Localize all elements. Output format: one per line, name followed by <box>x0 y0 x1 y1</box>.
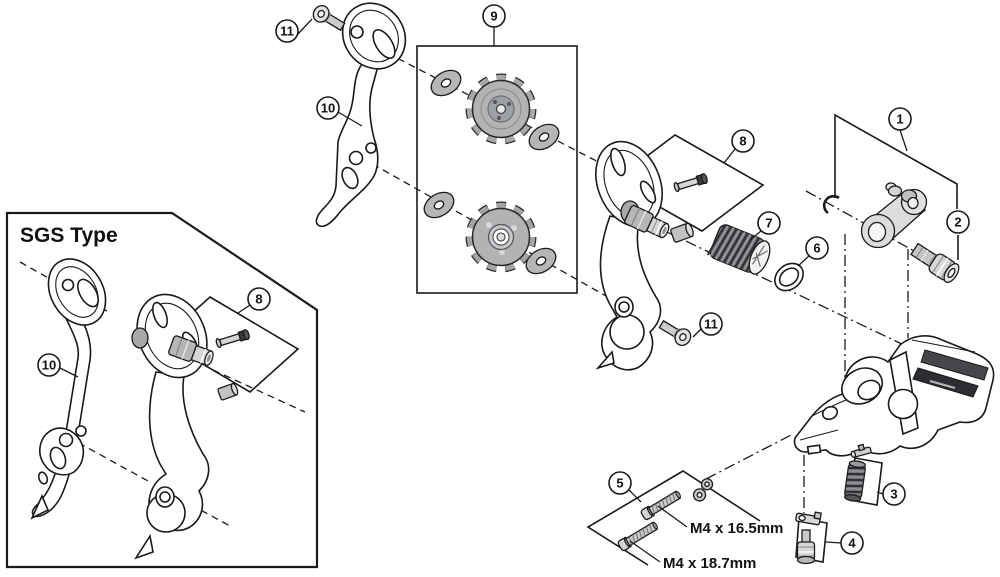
pulley-washer-1 <box>430 69 462 97</box>
callout-2-label: 2 <box>954 215 961 230</box>
plate-spacer-sgs <box>217 382 239 401</box>
callout-2 <box>946 210 970 234</box>
callout-10-sgs-label: 10 <box>42 358 56 373</box>
callout-9-label: 9 <box>490 9 497 24</box>
callout-11-top <box>275 19 299 43</box>
callout-4 <box>840 531 864 555</box>
sgs-inner-plate-tail <box>30 494 50 520</box>
body-small-hole <box>821 405 839 421</box>
cable-washer <box>692 478 714 502</box>
cage-tension-spring <box>706 224 771 275</box>
callout-8-sgs-label: 8 <box>255 292 262 307</box>
axis-cage-axle <box>647 222 909 348</box>
callout-10-main <box>316 96 340 120</box>
screw-kit-box <box>586 470 761 566</box>
sgs-inner-plate-head <box>47 258 107 326</box>
sgs-axis-axle <box>212 369 306 413</box>
cable-fixing-plate <box>795 511 822 526</box>
callout-10-sgs <box>37 353 61 377</box>
plate-spacer-main <box>670 222 694 243</box>
plate-bolt-top <box>312 4 346 32</box>
callout-11-mid <box>699 312 723 336</box>
body-axle-hole <box>887 388 919 420</box>
callout-1 <box>888 107 912 131</box>
snap-ring <box>822 194 840 215</box>
callout-8-main <box>731 129 755 153</box>
outer-plate-main <box>595 140 670 371</box>
pulley-washer-2 <box>528 123 560 151</box>
inner-plate-main-pivot-hole <box>350 25 364 39</box>
sgs-type-box <box>5 211 319 569</box>
cable-fixing-bolt <box>796 529 816 565</box>
callout-7 <box>757 211 781 235</box>
pulley-kit-box <box>416 45 578 294</box>
outer-plate-main-boss-hole <box>618 301 630 313</box>
callout-6-label: 6 <box>813 241 820 256</box>
pulley-washer-4 <box>525 247 557 275</box>
derailleur-body <box>793 335 995 457</box>
bracket-upper-hole <box>907 196 919 210</box>
callout-5-label: 5 <box>616 476 623 491</box>
callout-7-label: 7 <box>765 216 772 231</box>
callout-5 <box>608 471 632 495</box>
plate-axle-bolt-main <box>673 173 708 193</box>
sgs-axis-lower-b <box>179 498 233 528</box>
lower-pulley <box>465 201 537 273</box>
inner-plate-main-slot <box>372 28 396 60</box>
inner-plate-main <box>315 2 407 228</box>
bracket-lower-hole <box>867 221 887 243</box>
lower-screw-dimension-label: M4 x 18.7mm <box>663 555 756 572</box>
body-cage-shade-1 <box>920 349 989 381</box>
plate-bolt-mid <box>658 319 692 347</box>
callout-3-label: 3 <box>890 487 897 502</box>
callout-6 <box>805 236 829 260</box>
body-cage-shade-2 <box>912 367 979 398</box>
sgs-outer-plate <box>131 293 214 560</box>
body-logo-mark <box>929 379 956 390</box>
callouts: 11 9 10 8 1 2 7 6 11 8 10 3 <box>37 4 970 555</box>
callout-8-main-label: 8 <box>739 134 746 149</box>
sgs-outer-plate-tail <box>134 533 154 560</box>
body-spring <box>844 460 866 502</box>
inner-plate-main-hole-a <box>348 150 364 166</box>
axis-bracket-bolt <box>805 190 953 273</box>
outer-plate-main-axle <box>624 204 670 239</box>
spring-stopper <box>850 443 872 458</box>
bracket-unit-box <box>834 113 958 209</box>
pulley-kit <box>423 69 560 275</box>
callout-9 <box>482 4 506 28</box>
inner-plate-main-arm <box>315 63 380 228</box>
plate-axle-bolt-sgs <box>215 329 250 349</box>
spring-seat-ring <box>774 262 804 292</box>
callout-11-mid-label: 11 <box>704 317 718 332</box>
callout-4-label: 4 <box>848 536 856 551</box>
bracket-axle-unit <box>822 182 928 249</box>
cable-fixing-kit <box>795 511 822 565</box>
pulley-washer-3 <box>423 191 455 219</box>
inner-plate-main-hole-b <box>365 142 377 154</box>
outer-plate-main-opening <box>609 314 645 350</box>
body-spring-kit <box>844 443 872 502</box>
axis-cable-washer-body <box>705 433 794 480</box>
sgs-outer-plate-axle <box>168 335 214 367</box>
callout-11-top-label: 11 <box>280 24 294 39</box>
bracket-axle-bolt <box>910 242 960 283</box>
dimension-annotations: M4 x 16.5mm M4 x 18.7mm <box>629 505 783 572</box>
outer-plate-main-tail <box>595 350 615 370</box>
upper-pulley <box>465 73 537 145</box>
callout-8-sgs <box>247 287 271 311</box>
callout-10-main-label: 10 <box>321 101 335 116</box>
upper-screw-dimension-label: M4 x 16.5mm <box>690 520 783 537</box>
callout-3 <box>882 482 906 506</box>
group-boxes <box>5 45 959 569</box>
cable-screw-kit <box>616 478 714 553</box>
sgs-box-title: SGS Type <box>20 224 118 247</box>
callout-1-label: 1 <box>896 112 903 127</box>
sgs-inner-plate <box>30 258 107 520</box>
